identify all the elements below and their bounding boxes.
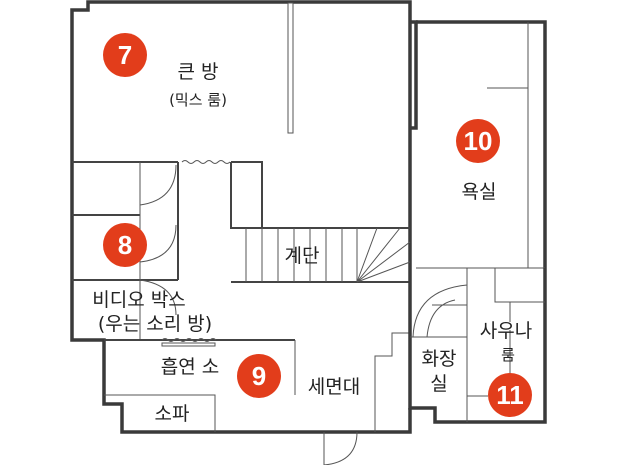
room7-subtitle: (믹스 룸) — [169, 91, 227, 109]
room11-subtitle: 룸 — [501, 346, 515, 364]
room8-walls — [72, 162, 179, 281]
room11-name: 사우나 — [480, 320, 532, 342]
room9-number: 9 — [252, 361, 266, 391]
room11-number: 11 — [496, 380, 524, 410]
bathroom-wall — [416, 20, 547, 268]
room9-name: 흡연 소 — [161, 356, 219, 378]
washstand-counter — [374, 332, 410, 432]
toilet-label-2: 실 — [430, 373, 447, 395]
room10-number: 10 — [464, 126, 493, 156]
room8-name: 비디오 박스 — [92, 289, 185, 311]
bump-wall — [410, 20, 418, 130]
entry-door — [323, 431, 358, 465]
divider-wall — [72, 161, 410, 229]
sofa-label: 소파 — [155, 403, 190, 425]
bathroom-partition — [416, 22, 545, 269]
toilet-label-1: 화장 — [422, 348, 457, 370]
smoking-inner — [104, 340, 296, 432]
room11-badge: 11 — [488, 373, 532, 417]
lower-right-wall — [408, 268, 547, 424]
washstand-label: 세면대 — [308, 376, 360, 398]
room7-badge: 7 — [103, 33, 147, 77]
curtain-2 — [161, 338, 217, 342]
curtain — [181, 160, 231, 164]
room8-subtitle: (우는 소리 방) — [98, 313, 212, 335]
stair-steps — [245, 227, 411, 283]
room10-badge: 10 — [456, 119, 500, 163]
room9-badge: 9 — [237, 354, 281, 398]
room8-number: 8 — [118, 230, 132, 260]
room10-name: 욕실 — [462, 181, 497, 203]
room7-name: 큰 방 — [178, 61, 219, 83]
outer-wall — [70, 0, 412, 434]
room8-badge: 8 — [103, 223, 147, 267]
stairs-label: 계단 — [285, 245, 320, 267]
toilet-sauna-lines — [410, 268, 545, 422]
room7-number: 7 — [118, 40, 132, 70]
partition — [287, 2, 294, 134]
